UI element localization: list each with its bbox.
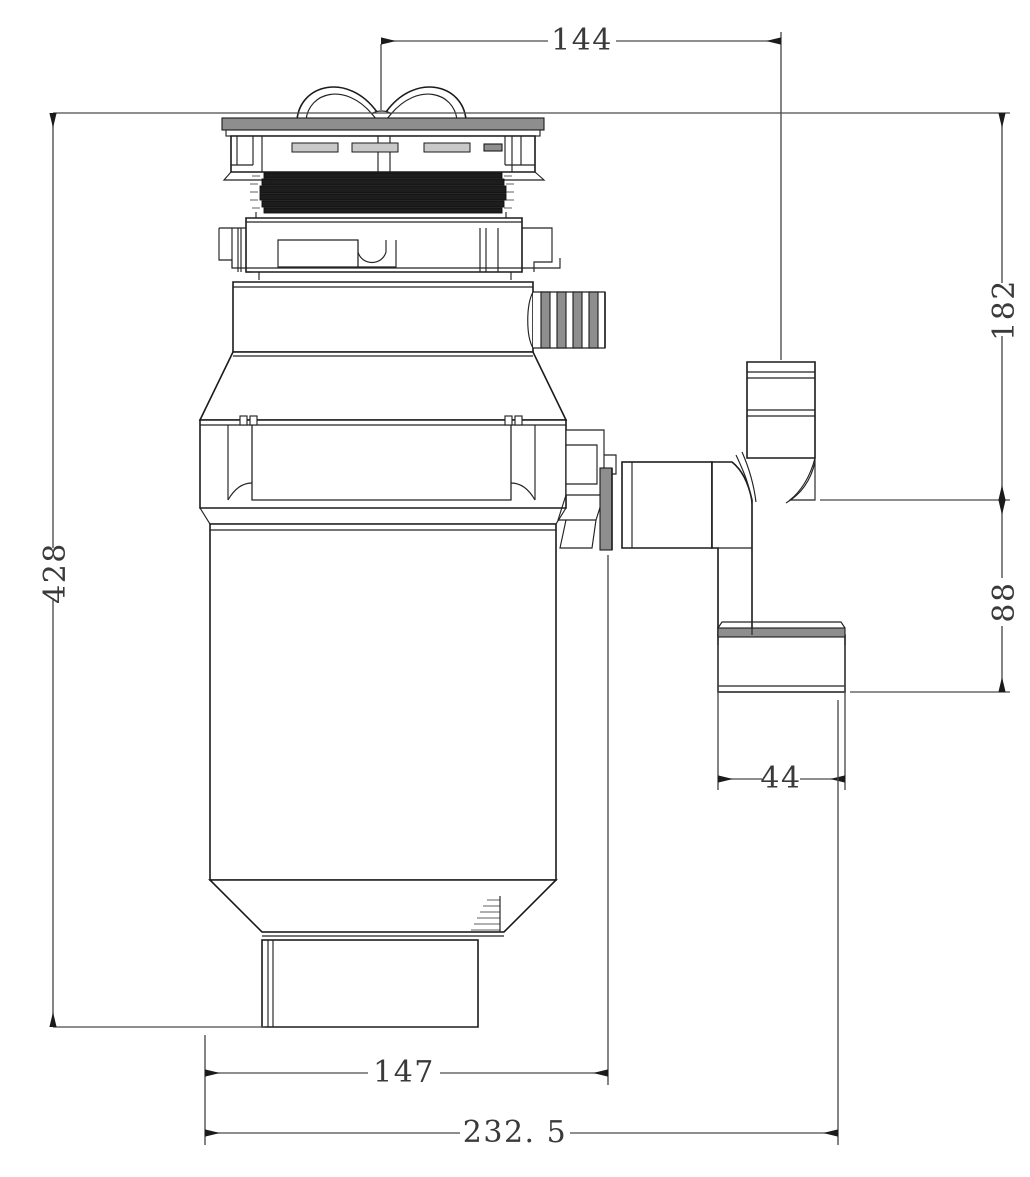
mounting-collar	[218, 212, 561, 280]
dimension-144: 144	[380, 23, 782, 360]
mid-body-flange	[199, 415, 567, 525]
discharge-flange	[557, 429, 617, 551]
dimension-88: 88	[850, 500, 1022, 693]
vertical-stub-pipe	[746, 361, 816, 504]
motor-housing	[208, 523, 558, 937]
disposer-part-geometry	[198, 86, 846, 1028]
dimension-147: 147	[204, 555, 609, 1090]
outlet-pipe	[717, 621, 846, 693]
upper-grind-housing	[198, 281, 568, 421]
dim-label-182: 182	[987, 279, 1022, 341]
rubber-gasket	[250, 172, 514, 214]
dim-label-147: 147	[373, 1055, 435, 1090]
dimension-428: 428	[38, 112, 1010, 1028]
sink-flange	[221, 117, 546, 181]
dimension-232-5: 232. 5	[204, 700, 839, 1150]
dimension-182: 182	[820, 113, 1022, 501]
dim-label-44: 44	[760, 761, 801, 796]
discharge-elbow	[621, 451, 757, 636]
dim-label-428: 428	[38, 542, 73, 604]
dim-label-232-5: 232. 5	[463, 1115, 567, 1150]
base-cap	[261, 939, 479, 1028]
dishwasher-inlet-nipple	[527, 291, 606, 349]
dim-label-88: 88	[987, 581, 1022, 622]
dim-label-144: 144	[551, 23, 613, 58]
